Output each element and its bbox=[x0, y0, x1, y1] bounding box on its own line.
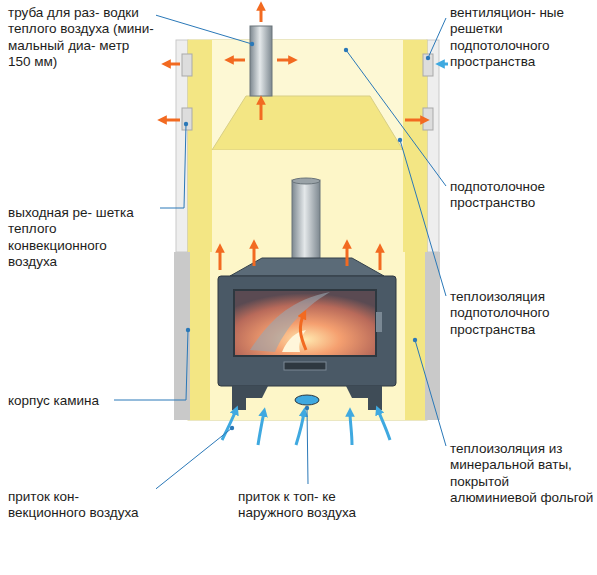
cold-air-arrow bbox=[222, 64, 455, 445]
callout-label: труба для раз- водки теплого воздуха (ми… bbox=[6, 4, 156, 72]
hood-insulation bbox=[212, 96, 403, 150]
stove bbox=[218, 258, 396, 410]
subceiling-space bbox=[212, 40, 403, 150]
callout-label: подпотолочное пространство bbox=[448, 178, 597, 213]
callout-label: корпус камина bbox=[6, 392, 114, 410]
vent-grille bbox=[182, 54, 433, 130]
leader-dot bbox=[184, 42, 430, 430]
warm-air-pipe bbox=[250, 26, 272, 96]
callout-label: приток к топ- ке наружного воздуха bbox=[236, 488, 390, 523]
fireplace-case bbox=[174, 252, 440, 420]
flue-pipe bbox=[292, 180, 320, 260]
callout-label: теплоизоляция из минеральной ваты, покры… bbox=[448, 440, 597, 508]
warm-air-arrow bbox=[162, 6, 425, 350]
convection-chamber bbox=[212, 150, 403, 420]
callout-label: теплоизоляция подпотолочного пространств… bbox=[448, 288, 597, 339]
callout-label: вентиляцион- ные решетки подпотолочного … bbox=[448, 4, 597, 72]
insulation-wall bbox=[403, 40, 427, 420]
leader-line bbox=[112, 14, 446, 492]
callout-label: выходная ре- шетка теплого конвекционног… bbox=[6, 204, 160, 272]
insulation-wall bbox=[188, 40, 212, 420]
callout-label: приток кон- векционного воздуха bbox=[6, 488, 156, 523]
insulation bbox=[188, 40, 427, 420]
